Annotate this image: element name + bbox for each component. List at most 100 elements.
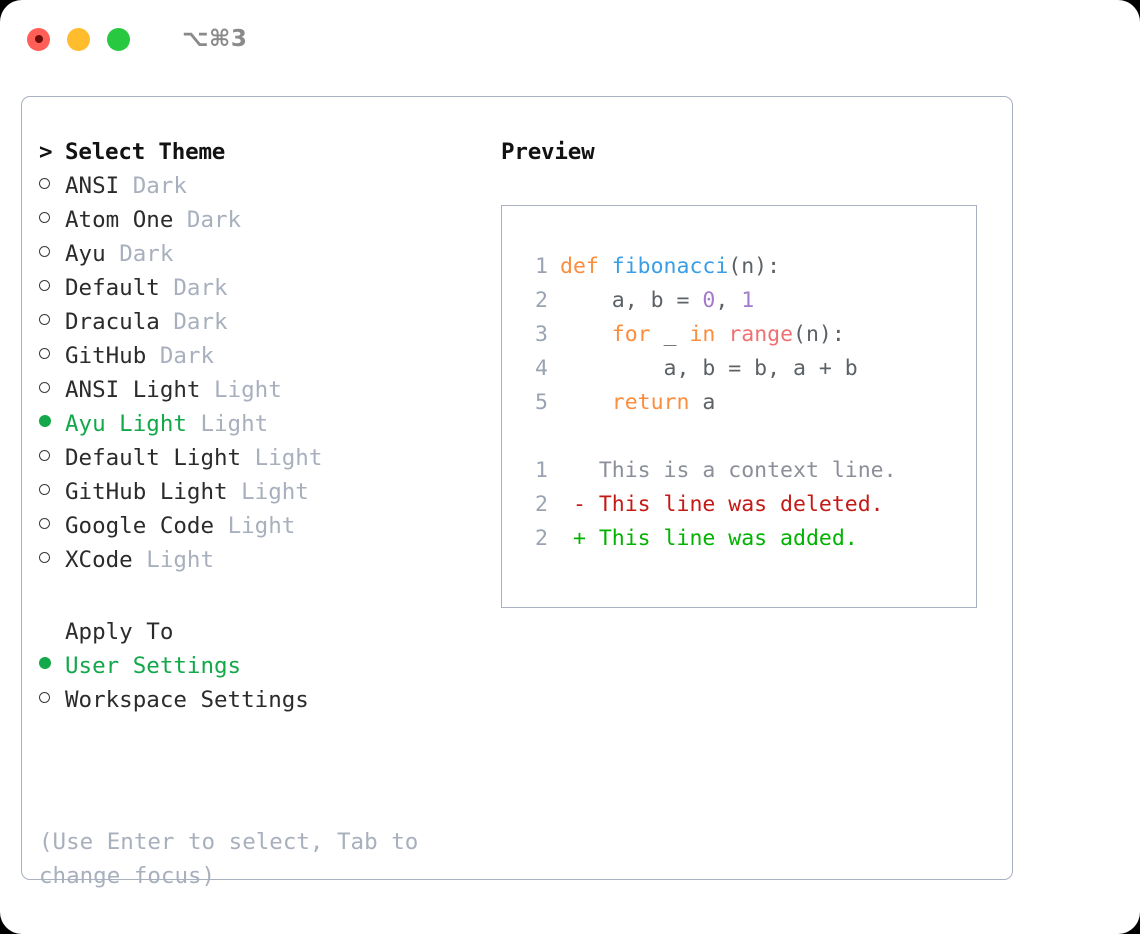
- line-number: 2: [535, 492, 548, 517]
- radio-selected-icon[interactable]: [39, 407, 65, 441]
- theme-picker-title: Select Theme: [65, 139, 226, 165]
- radio-selected-icon[interactable]: [39, 649, 65, 683]
- theme-variant-tag: Dark: [132, 173, 187, 199]
- theme-variant-tag: Light: [254, 445, 323, 471]
- line-number: 2: [535, 526, 548, 551]
- code-token: [560, 322, 612, 347]
- code-token: _: [650, 322, 690, 347]
- radio-glyph: [39, 552, 50, 563]
- theme-list-item[interactable]: Default Light Light: [39, 441, 489, 475]
- theme-picker-header: > Select Theme: [39, 135, 489, 169]
- radio-glyph: [39, 450, 50, 461]
- theme-name: ANSI Light: [65, 377, 215, 403]
- apply-to-marker-spacer: [39, 615, 65, 649]
- radio-glyph: [39, 246, 50, 257]
- theme-name: Default Light: [65, 445, 255, 471]
- code-token: [715, 322, 728, 347]
- code-line: 3 for _ in range(n):: [520, 318, 976, 352]
- code-token: 0: [702, 288, 716, 313]
- line-number: 1: [535, 458, 548, 483]
- radio-unselected-icon[interactable]: [39, 475, 65, 509]
- radio-unselected-icon[interactable]: [39, 441, 65, 475]
- theme-list-item[interactable]: Google Code Light: [39, 509, 489, 543]
- radio-unselected-icon[interactable]: [39, 305, 65, 339]
- theme-list-item[interactable]: ANSI Light Light: [39, 373, 489, 407]
- code-token: fibonacci: [611, 254, 729, 279]
- radio-glyph: [39, 212, 50, 223]
- code-token: for: [611, 322, 651, 347]
- keyboard-hint: (Use Enter to select, Tab to change focu…: [39, 829, 419, 889]
- code-token: 1: [741, 288, 755, 313]
- traffic-lights: [27, 27, 130, 51]
- code-text: for _ in range(n):: [560, 318, 845, 352]
- theme-list-item[interactable]: ANSI Dark: [39, 169, 489, 203]
- radio-glyph: [39, 314, 50, 325]
- code-token: a: [689, 390, 716, 415]
- radio-unselected-icon[interactable]: [39, 373, 65, 407]
- radio-glyph: [39, 415, 51, 427]
- theme-variant-tag: Dark: [173, 309, 228, 335]
- radio-glyph: [39, 518, 50, 529]
- close-button-icon[interactable]: [27, 27, 50, 51]
- code-token: [560, 390, 612, 415]
- apply-to-option[interactable]: Workspace Settings: [39, 683, 489, 717]
- code-token: def: [560, 254, 612, 279]
- code-token: in: [689, 322, 716, 347]
- code-token: a, b =: [560, 288, 703, 313]
- theme-name: Default: [65, 275, 174, 301]
- radio-glyph: [39, 348, 50, 359]
- theme-list-item[interactable]: Default Dark: [39, 271, 489, 305]
- theme-variant-tag: Light: [200, 411, 269, 437]
- theme-list-item[interactable]: XCode Light: [39, 543, 489, 577]
- apply-to-label: User Settings: [65, 653, 242, 679]
- diff-line: 1 This is a context line.: [520, 454, 976, 488]
- theme-name: Dracula: [65, 309, 174, 335]
- minimize-button-icon[interactable]: [67, 27, 90, 51]
- diff-text: This is a context line.: [560, 458, 897, 483]
- line-number: 4: [535, 356, 548, 381]
- theme-list-item[interactable]: Dracula Dark: [39, 305, 489, 339]
- radio-unselected-icon[interactable]: [39, 237, 65, 271]
- title-bar: ⌥⌘3: [0, 0, 1140, 78]
- apply-to-option[interactable]: User Settings: [39, 649, 489, 683]
- radio-unselected-icon[interactable]: [39, 271, 65, 305]
- radio-unselected-icon[interactable]: [39, 543, 65, 577]
- theme-name: Atom One: [65, 207, 187, 233]
- theme-variant-tag: Dark: [119, 241, 174, 267]
- theme-list-item[interactable]: GitHub Dark: [39, 339, 489, 373]
- theme-name: Google Code: [65, 513, 228, 539]
- code-line: 2 a, b = 0, 1: [520, 284, 976, 318]
- diff-text: - This line was deleted.: [560, 492, 884, 517]
- apply-to-header: Apply To: [39, 615, 489, 649]
- theme-list-item[interactable]: GitHub Light Light: [39, 475, 489, 509]
- radio-unselected-icon[interactable]: [39, 169, 65, 203]
- code-token: ,: [715, 288, 742, 313]
- radio-unselected-icon[interactable]: [39, 683, 65, 717]
- radio-unselected-icon[interactable]: [39, 339, 65, 373]
- code-token: range: [728, 322, 794, 347]
- diff-text: + This line was added.: [560, 526, 858, 551]
- apply-to-title: Apply To: [65, 619, 174, 645]
- window-title-shortcut: ⌥⌘3: [182, 26, 248, 52]
- code-text: a, b = b, a + b: [560, 352, 858, 386]
- radio-unselected-icon[interactable]: [39, 509, 65, 543]
- line-number: 2: [535, 288, 548, 313]
- theme-variant-tag: Dark: [159, 343, 215, 369]
- theme-list-item[interactable]: Ayu Light Light: [39, 407, 489, 441]
- line-number: 5: [535, 390, 548, 415]
- radio-glyph: [39, 178, 50, 189]
- theme-list-item[interactable]: Ayu Dark: [39, 237, 489, 271]
- code-text: a, b = 0, 1: [560, 284, 754, 318]
- theme-name: GitHub Light: [65, 479, 242, 505]
- prompt-marker-icon: >: [39, 139, 53, 165]
- theme-variant-tag: Dark: [173, 275, 228, 301]
- radio-unselected-icon[interactable]: [39, 203, 65, 237]
- theme-list-item[interactable]: Atom One Dark: [39, 203, 489, 237]
- code-token: a, b = b, a + b: [560, 356, 858, 381]
- maximize-button-icon[interactable]: [107, 27, 130, 51]
- line-number: 1: [535, 254, 548, 279]
